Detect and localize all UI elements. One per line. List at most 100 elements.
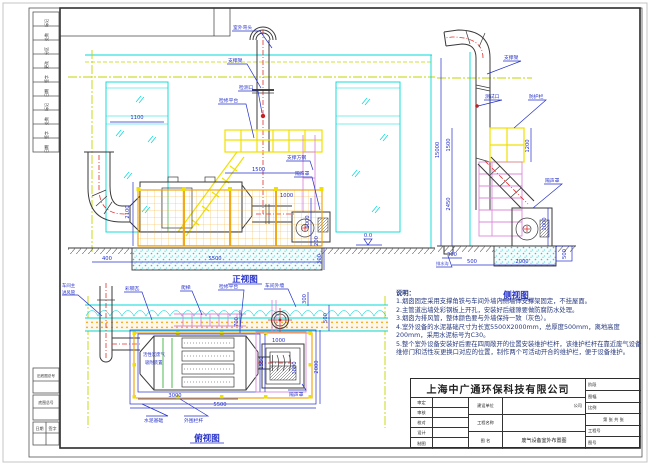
dim-1000s: 1000: [542, 217, 548, 230]
dim-5500-top: 5500: [213, 402, 226, 408]
border-strip: 标记 处数 分区 更改 签字 日期 标记 处数 签字 日期 旧底图总号 底图总号…: [32, 11, 60, 446]
sheet-count-label: 第 张 共 张: [586, 414, 641, 426]
dim-2450: 2450: [446, 197, 452, 210]
dim-700: 700: [234, 317, 240, 327]
dim-2100: 2100: [125, 205, 131, 218]
label-maint-platform-top: 检修平台: [219, 283, 238, 290]
scale-label: 比例: [586, 403, 641, 414]
project-value: [503, 415, 586, 432]
label-drain: 排水沟: [436, 260, 449, 267]
approval-value: [433, 418, 469, 428]
strip-label: 分区: [43, 47, 49, 55]
note-item: 1.烟囱固定采用支撑角铁与车间外墙内侧墙体支撑架固定，不挂屋面。: [396, 298, 591, 306]
strip-label: 标记: [43, 19, 49, 27]
sign-label: 签字: [49, 425, 57, 431]
note-item: 4.室外设备的水泥基础尺寸为长宽5500X2000mm，总厚度500mm，离地高…: [396, 323, 620, 340]
front-view-title: 正视图: [232, 274, 258, 285]
label-ladder: 爬梯: [181, 284, 191, 291]
strip-label: 签字: [43, 75, 49, 83]
note-item: 5.整个室外设备安装好后要在四周敞开的位置安装维护栏杆，该维护栏杆在靠近废气设备…: [396, 340, 642, 357]
label-roof-tile: 彩钢瓦: [125, 285, 140, 292]
sheet-size-label: 图幅: [586, 391, 641, 403]
dim-5500f: 5500: [208, 256, 221, 262]
dim-1000a-top: 1000: [272, 338, 285, 344]
owner-value: 公司: [503, 398, 586, 415]
dim-1500: 1500: [252, 167, 265, 173]
approval-value: [433, 428, 469, 438]
note-item: 3.烟囱为排风管，整体颜色要与外墙保持一致（灰色）。: [396, 315, 550, 323]
approval-label: 审定: [411, 398, 433, 408]
approval-label: 设计: [411, 428, 433, 438]
side-view-title: 侧视图: [502, 290, 529, 301]
label-support-steel: 支撑方钢: [287, 154, 306, 161]
dim-2000-top: 2000: [314, 360, 320, 373]
strip-label: 更改: [43, 61, 49, 69]
label-foundation: 水泥基础: [144, 417, 163, 424]
dim-1550: 1550: [259, 356, 265, 369]
device-label-line1: 活性炭废气: [143, 351, 166, 358]
strip-label: 日期: [43, 89, 49, 97]
notes-heading: 说明：: [396, 290, 415, 297]
dim-500-step: 500: [562, 249, 568, 259]
label-sound-cover-front: 隔声罩: [295, 170, 310, 177]
dim-2000s: 2000: [515, 259, 528, 265]
approval-value: [433, 408, 469, 418]
label-outdoor-elbow: 室外弯头: [233, 24, 252, 31]
strip-label: 日期: [43, 145, 49, 153]
label-main-duct-1: 车间主: [62, 282, 76, 289]
approval-label: 校对: [411, 418, 433, 428]
project-label: 工程名称: [469, 415, 503, 432]
dim-500-top: 500: [323, 313, 329, 323]
dim-400: 400: [102, 256, 112, 262]
date-label: 日期: [36, 425, 44, 431]
top-view-title: 俯视图: [194, 433, 220, 444]
old-no-label: 旧底图总号: [37, 373, 55, 378]
dim-1000b: 1000: [305, 215, 311, 228]
title-block: 上海中广通环保科技有限公司 审定 审核 校对 设计 制图 建设单位 工程名称 图…: [410, 378, 641, 449]
label-sound-cover-side: 隔声罩: [545, 177, 560, 184]
dim-3000: 3000: [168, 393, 181, 399]
label-test-port: 检测口: [239, 84, 254, 91]
dim-15000: 15000: [435, 142, 441, 159]
stage-label: 阶段: [586, 379, 641, 391]
dim-300f: 300: [317, 254, 323, 264]
approval-value: [433, 398, 469, 408]
dim-300s: 300: [447, 252, 457, 258]
base-no-label: 底图总号: [38, 400, 53, 405]
dim-1000b-top: 1000: [292, 361, 298, 374]
dim-300-top: 300: [302, 294, 308, 304]
notes-block: 说明： 1.烟囱固定采用支撑角铁与车间外墙内侧墙体支撑架固定，不挂屋面。 2.主…: [396, 290, 642, 358]
front-view-drawing: 1100: [68, 24, 435, 285]
dim-1000a: 1000: [280, 193, 293, 199]
label-fence: 外围栏杆: [184, 417, 203, 424]
dwg-title-value: 废气设备室外布置图: [503, 432, 586, 449]
dim-1500s: 1500: [446, 138, 452, 151]
strip-label: 处数: [43, 117, 49, 125]
label-support-frame: 支撑架: [228, 57, 243, 64]
level-mark: 0.0: [364, 233, 372, 239]
approval-label: 制图: [411, 438, 433, 449]
project-no-label: 工程号: [586, 426, 641, 437]
label-test-port-side: 测试口: [485, 93, 500, 100]
label-maint-platform: 检修平台: [219, 97, 238, 104]
drawing-no-label: 图号: [588, 440, 597, 445]
dim-1200: 1200: [525, 139, 531, 152]
label-outer-wall: 车间外墙: [265, 282, 284, 289]
label-guard-rail: 防护栏: [529, 93, 544, 100]
label-sound-cover-top: 隔声罩: [289, 391, 304, 398]
top-view-drawing: 活性炭废气 吸附装置 700 1550 1000 1000: [62, 282, 388, 444]
label-support-frame-side: 支撑架: [504, 54, 519, 61]
strip-label: 标记: [43, 103, 49, 111]
strip-label: 处数: [43, 33, 49, 41]
dwg-label: 图 名: [469, 432, 503, 449]
owner-label: 建设单位: [469, 398, 503, 415]
device-label-line2: 吸附装置: [145, 359, 163, 366]
approval-value: [433, 438, 469, 449]
label-main-duct-2: 进风管: [62, 289, 76, 296]
approval-label: 审核: [411, 408, 433, 418]
note-item: 2.主管道出墙处彩钢板上开孔，安装好后缝隙要做防腐防水处理。: [396, 306, 579, 314]
dim-1100: 1100: [130, 115, 143, 121]
